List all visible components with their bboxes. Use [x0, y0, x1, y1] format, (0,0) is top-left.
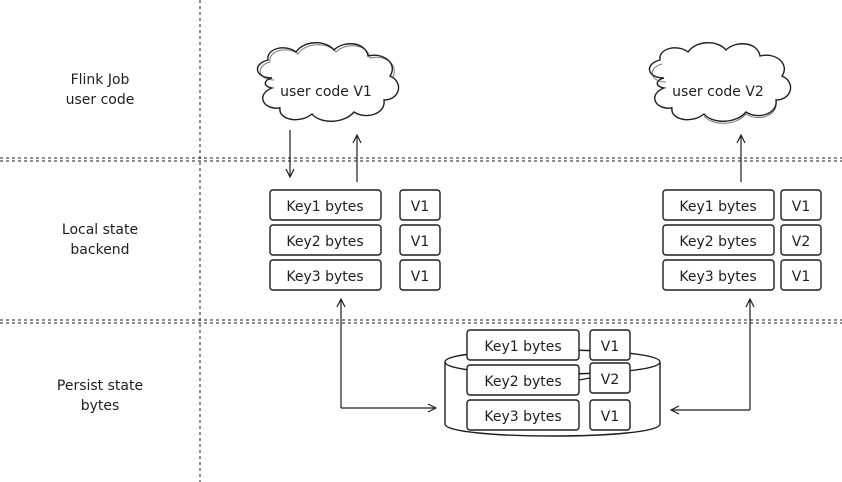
- persist-row-1: Key1 bytes V1: [466, 329, 631, 361]
- persist-state-stack: Key1 bytes V1 Key2 bytes V2 Key3 bytes V…: [466, 329, 631, 431]
- right-key2-label: Key2 bytes: [679, 234, 756, 250]
- right-key3-label: Key3 bytes: [679, 269, 756, 285]
- persist-key1-version: V1: [601, 339, 619, 355]
- cloud-label-v1: user code V1: [280, 84, 372, 100]
- persist-key3-label: Key3 bytes: [484, 409, 561, 425]
- row-label-job-line1: Flink Job: [71, 72, 130, 88]
- right-state-stack: Key1 bytes V1 Key2 bytes V2 Key3 bytes V…: [662, 189, 822, 291]
- right-key2-version: V2: [792, 234, 810, 250]
- row-label-persist-line2: bytes: [81, 398, 120, 414]
- left-key3-version: V1: [411, 269, 429, 285]
- right-key3-version: V1: [792, 269, 810, 285]
- row-label-local-line2: backend: [70, 242, 129, 258]
- persist-row-2-connector: [578, 377, 591, 381]
- persist-key1-label: Key1 bytes: [484, 339, 561, 355]
- row-label-persist-line1: Persist state: [57, 378, 143, 394]
- left-key3-label: Key3 bytes: [286, 269, 363, 285]
- row-label-local-line1: Local state: [62, 222, 138, 238]
- left-row-2: Key2 bytes V1: [269, 224, 441, 256]
- right-row-1: Key1 bytes V1: [662, 189, 822, 221]
- row-label-persist: Persist state bytes: [57, 378, 143, 414]
- cloud-label-v2: user code V2: [672, 84, 764, 100]
- persist-row-3: Key3 bytes V1: [466, 399, 631, 431]
- left-key2-label: Key2 bytes: [286, 234, 363, 250]
- persist-key2-label: Key2 bytes: [484, 374, 561, 390]
- left-key1-version: V1: [411, 199, 429, 215]
- row-label-job: Flink Job user code: [66, 72, 135, 108]
- left-key2-version: V1: [411, 234, 429, 250]
- right-row-2: Key2 bytes V2: [662, 224, 822, 256]
- left-row-3: Key3 bytes V1: [269, 259, 441, 291]
- persist-key2-version: V2: [601, 372, 619, 388]
- row-label-job-line2: user code: [66, 92, 135, 108]
- row-label-local: Local state backend: [62, 222, 138, 258]
- right-key1-label: Key1 bytes: [679, 199, 756, 215]
- persist-key3-version: V1: [601, 409, 619, 425]
- left-key1-label: Key1 bytes: [286, 199, 363, 215]
- cloud-user-code-v2: user code V2: [648, 42, 792, 124]
- persist-row-2: Key2 bytes V2: [466, 362, 631, 396]
- left-state-stack: Key1 bytes V1 Key2 bytes V1 Key3 bytes V…: [269, 189, 441, 291]
- right-row-3: Key3 bytes V1: [662, 259, 822, 291]
- cloud-user-code-v1: user code V1: [256, 42, 400, 122]
- left-row-1: Key1 bytes V1: [269, 189, 441, 221]
- right-key1-version: V1: [792, 199, 810, 215]
